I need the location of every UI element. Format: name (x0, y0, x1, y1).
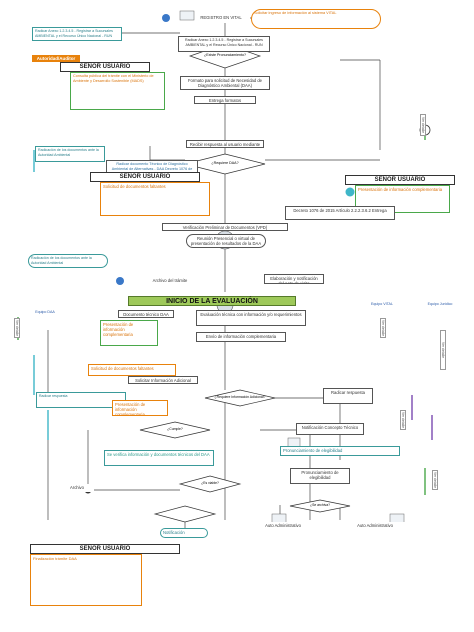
decision-label: ¿Es viable? (201, 481, 219, 485)
side-link[interactable]: Ver detalle (380, 318, 386, 338)
side-link[interactable]: Ver detalle (400, 410, 406, 430)
notification-shape: Notificación (160, 528, 208, 538)
decision-diamond (139, 421, 211, 439)
decision-diamond (289, 499, 351, 513)
user-header: SEÑOR USUARIO (90, 172, 200, 182)
lane-label: Equipo Jurídico (427, 302, 453, 306)
orange-note: Finalización trámite DAA (30, 554, 142, 606)
process-step: Radicar respuesta (323, 388, 373, 404)
orange-chip: Autoridad/Auditor (32, 55, 80, 62)
process-step: Radicar Anexo 1.2.3.4.5 - Registrar a Su… (178, 36, 270, 52)
process-step: Envío de información complementaria (196, 332, 286, 342)
evaluation-bar: INICIO DE LA EVALUACIÓN (128, 296, 296, 306)
note-box: Pronunciamiento de elegibilidad (280, 446, 400, 456)
note-box: Se verifica información y documentos téc… (104, 450, 214, 466)
process-step: Formato para solicitud de Necesidad de D… (180, 76, 270, 90)
process-step: Documento técnico DAA (118, 310, 174, 318)
orange-note: Presentación de información complementar… (112, 400, 168, 416)
cloud-note: Solicitar ingreso de información al sist… (251, 9, 381, 29)
orange-note: Solicitud de documentos faltantes (100, 182, 210, 216)
decision-diamond (184, 153, 266, 175)
end-label: Auto Administrativo (258, 522, 308, 534)
process-step: Elaboración y notificación del Acta de v… (264, 274, 324, 284)
process-step: Solicitar Información Adicional (128, 376, 198, 384)
decision-diamond (204, 389, 276, 407)
decision-diamond (178, 475, 242, 493)
connector-circle-cyan (345, 187, 355, 197)
end-label: Archivo (60, 484, 94, 492)
process-step: Evaluación técnica con información y/o r… (196, 310, 306, 326)
lane-label: Equipo VITAL (371, 302, 393, 306)
side-link[interactable]: Ver detalle (14, 318, 20, 338)
decision-label: ¿Cumple? (167, 427, 183, 431)
decision-label: ¿Requiere DAA? (211, 161, 239, 165)
side-link[interactable]: Ver detalle (432, 470, 438, 490)
orange-note: Solicitud de documentos faltantes (88, 364, 176, 376)
user-header: SEÑOR USUARIO (30, 544, 180, 554)
note-box: Radicación de los documentos ante la Aut… (28, 254, 108, 268)
process-step: Recibir respuesta al usuario mediante of… (186, 140, 264, 148)
end-label: Archivo del trámite (150, 277, 190, 285)
user-header: SEÑOR USUARIO (60, 62, 150, 72)
decision-label: ¿Requiere Información Adicional? (214, 395, 266, 399)
decision-label: ¿Existe Pronunciamiento? (204, 53, 246, 57)
process-step: Entrega formatos (194, 96, 256, 104)
computer-icon (179, 10, 195, 21)
orange-note: Consulta pública del trámite con el Mini… (70, 72, 165, 110)
user-header: SEÑOR USUARIO (345, 175, 455, 185)
process-step: Verificación Preliminar de Documentos (V… (162, 223, 288, 231)
process-step: Pronunciamiento de elegibilidad (290, 468, 350, 484)
start-label: REGISTRO EN VITAL (196, 14, 246, 23)
decision-diamond (153, 505, 217, 523)
side-link[interactable]: Ver detalle (420, 114, 426, 136)
note-box: Radicar Anexo 1.2.3.4.5 - Registrar a Su… (32, 27, 122, 41)
user-icon (162, 14, 170, 22)
process-step: Notificación Concepto Técnico (296, 423, 364, 435)
cloud-meeting: Reunión Presencial o virtual de presenta… (186, 234, 266, 248)
end-label: Auto Administrativo (340, 522, 410, 534)
decision-label: ¿Se archiva? (310, 503, 330, 507)
lane-label: Equipo DAA (35, 310, 55, 314)
note-box: Radicación de los documentos ante la Aut… (35, 146, 105, 162)
side-link[interactable]: Ver detalle (440, 330, 446, 370)
process-step: Decreto 1076 de 2015 Artículo 2.2.2.3.6.… (285, 206, 395, 220)
orange-note: Presentación de información complementar… (100, 320, 158, 346)
user-icon (116, 277, 124, 285)
